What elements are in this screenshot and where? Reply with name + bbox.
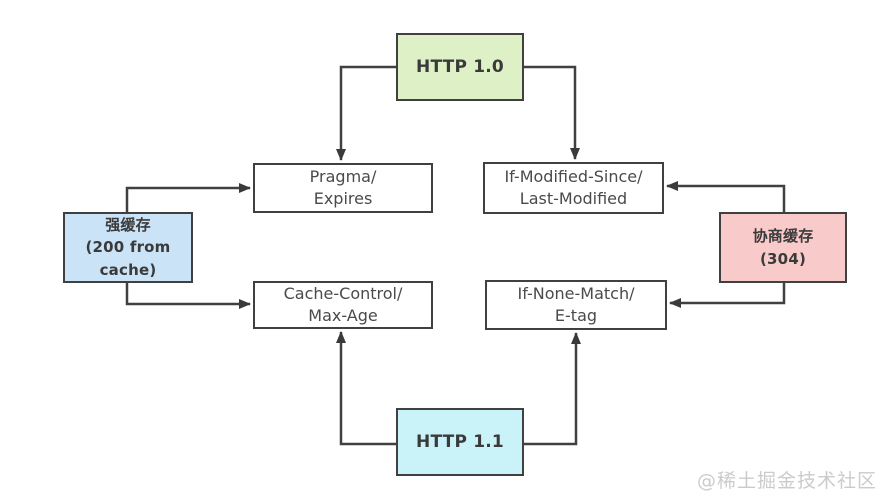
node-http11: HTTP 1.1 — [396, 408, 524, 476]
arrow-http10-to-if-modified — [524, 65, 580, 160]
node-negotiate-cache: 协商缓存 (304) — [719, 212, 847, 283]
node-if-modified-since: If-Modified-Since/ Last-Modified — [483, 162, 664, 214]
node-strong-cache: 强缓存 (200 from cache) — [63, 212, 193, 283]
arrow-http11-to-if-none-match — [523, 332, 581, 446]
node-cache-control: Cache-Control/ Max-Age — [253, 281, 433, 329]
arrow-negotiate-cache-to-if-modified — [666, 181, 786, 212]
arrow-http11-to-cache-control — [336, 331, 396, 446]
node-pragma-expires: Pragma/ Expires — [253, 163, 433, 213]
arrow-strong-cache-to-cache-control — [125, 283, 251, 309]
node-http10: HTTP 1.0 — [396, 33, 524, 101]
node-if-none-match: If-None-Match/ E-tag — [485, 280, 667, 330]
arrow-http10-to-pragma — [336, 65, 396, 161]
arrow-strong-cache-to-pragma — [125, 183, 251, 212]
watermark: @稀土掘金技术社区 — [696, 470, 877, 492]
arrow-negotiate-cache-to-if-none-match — [669, 283, 786, 308]
